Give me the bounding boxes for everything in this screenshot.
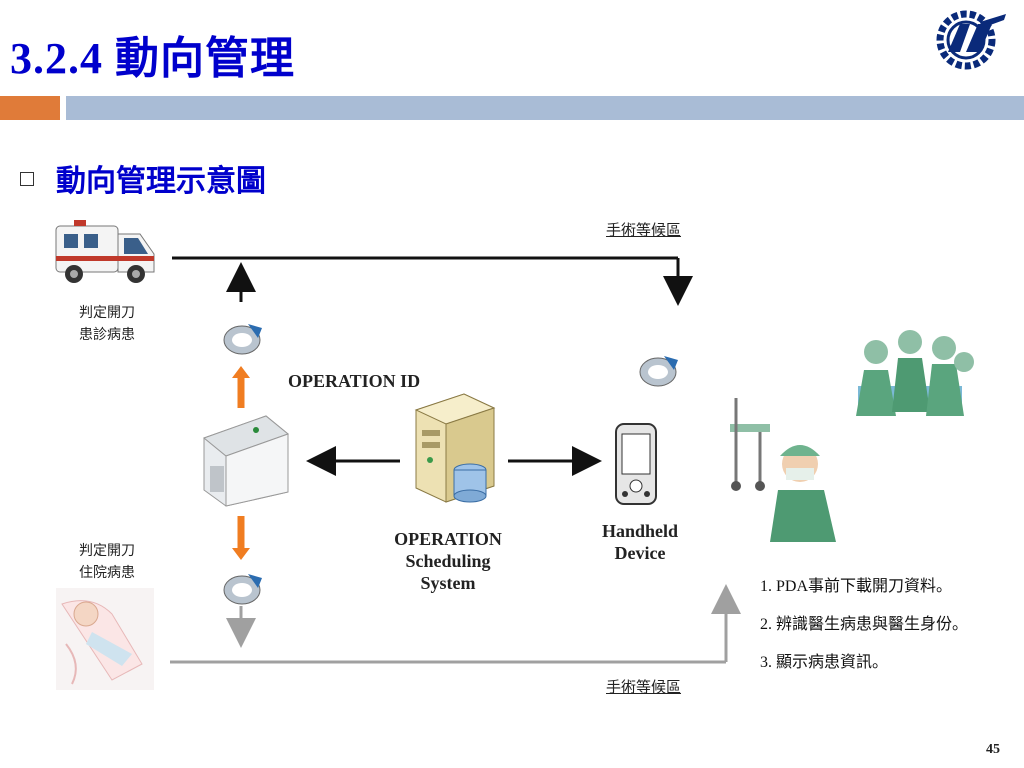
top-patient-caption: 判定開刀 患診病患 — [62, 302, 152, 346]
system-label-line-1: OPERATION — [394, 529, 502, 549]
label-printer-icon — [196, 408, 292, 508]
process-notes: 1. PDA事前下載開刀資料。 2. 辨識醫生病患與醫生身份。 3. 顯示病患資… — [760, 572, 968, 672]
bottom-patient-line-1: 判定開刀 — [79, 543, 135, 559]
header-accent-orange — [0, 96, 60, 120]
server-icon — [408, 390, 502, 508]
surgeon-icon — [726, 394, 848, 544]
scheduling-system-label: OPERATION Scheduling System — [378, 528, 518, 594]
rfid-wristband-icon — [636, 346, 682, 392]
wait-area-label-bottom: 手術等候區 — [606, 678, 682, 696]
top-patient-line-1: 判定開刀 — [79, 305, 135, 321]
rfid-wristband-icon — [220, 314, 266, 360]
note-item: 2. 辨識醫生病患與醫生身份。 — [760, 616, 969, 633]
note-item: 3. 顯示病患資訊。 — [760, 654, 889, 671]
note-item: 1. PDA事前下載開刀資料。 — [760, 578, 953, 595]
device-label-line-1: Handheld — [601, 521, 679, 541]
page-number: 45 — [986, 742, 1000, 757]
ambulance-icon — [52, 212, 160, 290]
system-label-line-2: Scheduling — [405, 551, 491, 571]
handheld-device-label: Handheld Device — [580, 520, 700, 564]
operation-id-label: OPERATION ID — [288, 371, 421, 391]
page-title: 3.2.4 動向管理 — [10, 34, 295, 83]
bullet-square-icon — [20, 172, 34, 186]
surgical-team-icon — [838, 316, 982, 422]
top-patient-line-2: 患診病患 — [79, 327, 135, 343]
section-subtitle: 動向管理示意圖 — [56, 164, 266, 199]
university-logo — [930, 6, 1010, 70]
hospitalized-patient-icon — [52, 584, 158, 694]
bottom-patient-caption: 判定開刀 住院病患 — [62, 540, 152, 584]
system-label-line-3: System — [420, 573, 476, 593]
handheld-device-icon — [612, 420, 664, 510]
device-label-line-2: Device — [614, 543, 666, 563]
bottom-patient-line-2: 住院病患 — [79, 565, 135, 581]
wait-area-label-top: 手術等候區 — [606, 221, 682, 239]
rfid-wristband-icon — [220, 564, 266, 610]
header-accent-blue — [66, 96, 1024, 120]
